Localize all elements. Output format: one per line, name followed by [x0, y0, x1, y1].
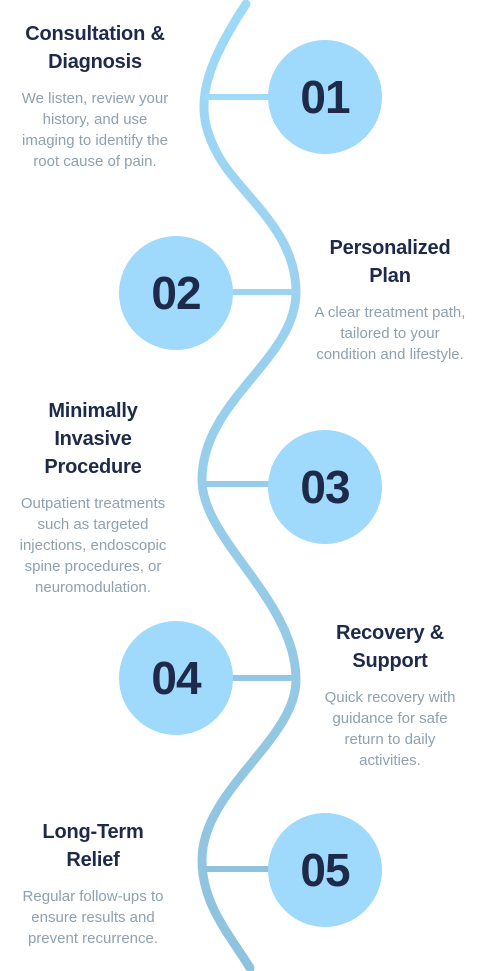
step-05-description: Regular follow-ups to ensure results and… [22, 888, 164, 947]
step-04-text: Recovery & Support Quick recovery with g… [301, 619, 479, 771]
step-01-description: We listen, review your history, and use … [21, 90, 169, 170]
step-04-description: Quick recovery with guidance for safe re… [324, 689, 456, 769]
step-02-text: Personalized Plan A clear treatment path… [301, 234, 479, 365]
step-05-badge: 05 [268, 813, 382, 927]
step-02-description: A clear treatment path, tailored to your… [314, 304, 466, 363]
step-01-text: Consultation & Diagnosis We listen, revi… [0, 20, 190, 172]
step-04-title: Recovery & Support [335, 622, 445, 672]
step-01-badge: 01 [268, 40, 382, 154]
timeline-curve [197, 0, 301, 971]
step-03-text: Minimally Invasive Procedure Outpatient … [0, 397, 186, 598]
step-02-badge: 02 [119, 236, 233, 350]
step-03-description: Outpatient treatments such as targeted i… [19, 495, 167, 596]
step-02-title: Personalized Plan [329, 237, 451, 287]
step-05-title: Long-Term Relief [42, 821, 144, 871]
step-01-title: Consultation & Diagnosis [25, 23, 165, 73]
step-05-text: Long-Term Relief Regular follow-ups to e… [0, 818, 186, 949]
step-03-badge: 03 [268, 430, 382, 544]
step-04-badge: 04 [119, 621, 233, 735]
step-03-title: Minimally Invasive Procedure [44, 400, 142, 478]
